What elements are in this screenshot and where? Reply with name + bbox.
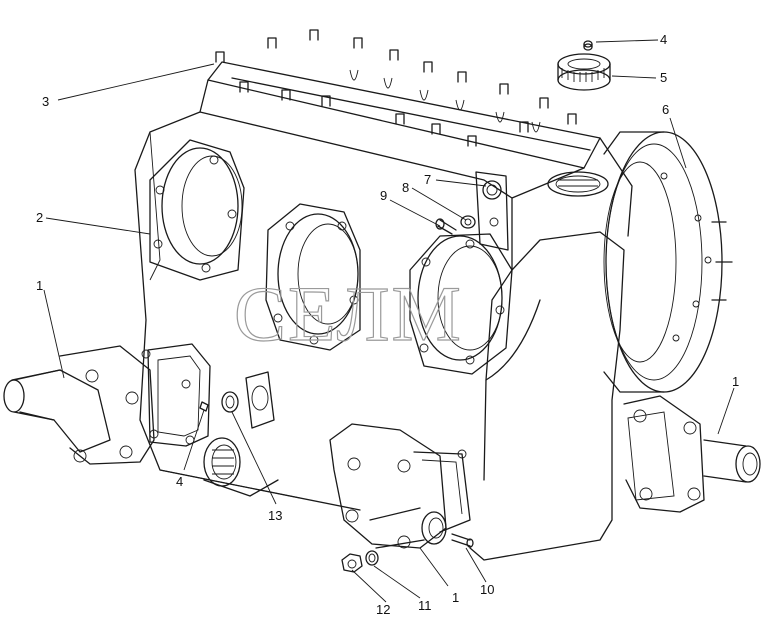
top-threaded-port xyxy=(547,171,609,197)
callout-1-left: 1 xyxy=(36,278,43,293)
washer-and-bolt xyxy=(435,215,476,235)
left-bearing-opening xyxy=(149,139,245,281)
stud-10 xyxy=(451,533,474,548)
callout-4-bottom: 4 xyxy=(176,474,183,489)
callout-1-right: 1 xyxy=(732,374,739,389)
side-boss xyxy=(245,371,275,429)
center-bearing-opening xyxy=(265,203,361,351)
top-studs xyxy=(215,29,577,147)
callout-7: 7 xyxy=(424,172,431,187)
right-elbow-fitting xyxy=(623,395,761,513)
leader-lines xyxy=(43,39,735,603)
callout-1-bottom: 1 xyxy=(452,590,459,605)
callout-13: 13 xyxy=(268,508,282,523)
plug-13 xyxy=(221,391,239,413)
callout-4-top: 4 xyxy=(660,32,667,47)
callout-6: 6 xyxy=(662,102,669,117)
callout-labels: 1 1 1 2 3 4 4 5 6 7 8 9 10 11 12 13 xyxy=(36,32,739,617)
small-stud xyxy=(199,401,209,412)
center-gasket xyxy=(413,449,471,533)
callout-8: 8 xyxy=(402,180,409,195)
center-elbow-fitting xyxy=(329,423,447,549)
callout-12: 12 xyxy=(376,602,390,617)
gearbox-housing xyxy=(134,29,633,561)
nut-12-and-washer-11 xyxy=(341,550,379,573)
threaded-plug xyxy=(557,53,611,91)
side-flange-cover xyxy=(603,131,733,393)
small-plug-top xyxy=(583,40,593,51)
callout-2: 2 xyxy=(36,210,43,225)
callout-3: 3 xyxy=(42,94,49,109)
callout-10: 10 xyxy=(480,582,494,597)
right-bearing-opening xyxy=(409,233,513,375)
callout-5: 5 xyxy=(660,70,667,85)
callout-11: 11 xyxy=(418,598,432,613)
drain-port xyxy=(203,437,279,497)
callout-9: 9 xyxy=(380,188,387,203)
left-gasket xyxy=(141,343,211,447)
left-elbow-fitting xyxy=(3,345,155,465)
lifting-bracket xyxy=(475,171,509,251)
watermark: СЕЛМ xyxy=(234,270,463,357)
